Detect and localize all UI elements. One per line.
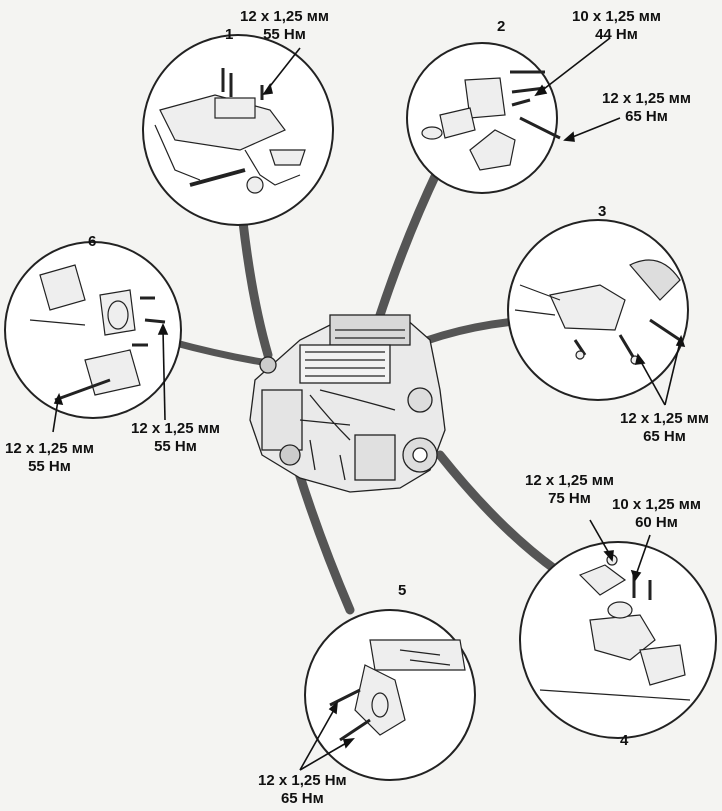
spec-torque: 55 Нм [28, 458, 71, 475]
spec-size: 12 x 1,25 мм [620, 410, 709, 427]
spec-label-4a: 12 x 1,25 мм 75 Нм [525, 472, 614, 508]
connector-bands [168, 165, 561, 615]
callout-number-6: 6 [88, 233, 97, 250]
spec-size: 12 x 1,25 мм [240, 8, 329, 25]
band-6 [168, 338, 266, 366]
spec-torque: 75 Нм [548, 490, 591, 507]
spec-torque: 44 Нм [595, 26, 638, 43]
engine-assembly [249, 314, 446, 493]
spec-label-3: 12 x 1,25 мм 65 Нм [620, 410, 709, 446]
spec-label-5: 12 x 1,25 Нм 65 Нм [258, 772, 347, 808]
spec-label-2b: 12 x 1,25 мм 65 Нм [602, 90, 691, 126]
callout-number-1: 1 [225, 26, 234, 43]
detail-circle-1 [142, 34, 334, 226]
detail-circle-2 [406, 42, 561, 194]
spec-label-2a: 10 x 1,25 мм 44 Нм [572, 8, 661, 44]
spec-torque: 60 Нм [635, 514, 678, 531]
spec-torque: 65 Нм [625, 108, 668, 125]
detail-circle-4 [519, 541, 717, 739]
spec-label-6a: 12 x 1,25 мм 55 Нм [5, 440, 94, 476]
band-1 [238, 217, 273, 360]
callout-number-3: 3 [598, 203, 607, 220]
spec-label-6b: 12 x 1,25 мм 55 Нм [131, 420, 220, 456]
leader-arrows [52, 37, 686, 771]
spec-size: 12 x 1,25 Нм [258, 772, 347, 789]
spec-label-1: 12 x 1,25 мм 55 Нм [240, 8, 329, 44]
spec-torque: 55 Нм [263, 26, 306, 43]
spec-label-4b: 10 x 1,25 мм 60 Нм [612, 496, 701, 532]
spec-size: 12 x 1,25 мм [131, 420, 220, 437]
spec-torque: 55 Нм [154, 438, 197, 455]
callout-number-2: 2 [497, 18, 506, 35]
detail-circle-6 [4, 241, 182, 419]
spec-size: 12 x 1,25 мм [525, 472, 614, 489]
spec-size: 12 x 1,25 мм [5, 440, 94, 457]
callout-number-5: 5 [398, 582, 407, 599]
spec-torque: 65 Нм [280, 790, 324, 807]
spec-size: 12 x 1,25 мм [602, 90, 691, 107]
detail-circle-3 [507, 219, 689, 401]
spec-size: 10 x 1,25 мм [612, 496, 701, 513]
band-4 [435, 450, 561, 575]
detail-circle-5 [304, 609, 476, 781]
spec-torque: 65 Нм [643, 428, 686, 445]
spec-size: 10 x 1,25 мм [572, 8, 661, 25]
callout-number-4: 4 [620, 732, 629, 749]
band-5 [293, 465, 355, 615]
